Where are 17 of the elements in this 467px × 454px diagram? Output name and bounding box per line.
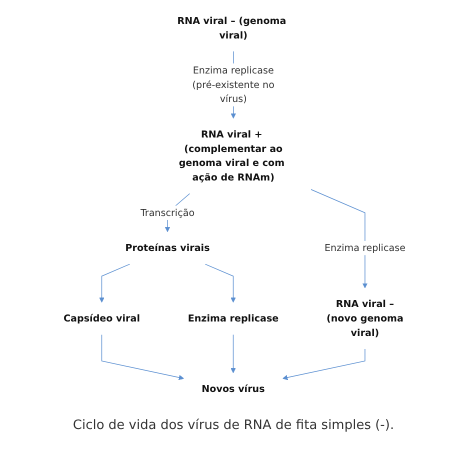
- caption: Ciclo de vida dos vírus de RNA de fita simples (-).: [72, 418, 394, 433]
- arrow: [101, 334, 184, 380]
- node-text: Novos vírus: [202, 383, 265, 394]
- node-text: RNA viral + (complementar ao genoma viral e com ação de RNAm): [178, 128, 285, 183]
- edge-label: Enzima replicase: [324, 242, 406, 254]
- node-text: RNA viral – (novo genoma viral): [326, 298, 404, 338]
- arrow: [282, 348, 366, 380]
- arrow: [230, 334, 236, 374]
- edge-label: Enzima replicase (pré-existente no vírus): [192, 64, 274, 105]
- node-text: Enzima replicase: [188, 312, 279, 324]
- arrow: [310, 189, 368, 288]
- node-text: RNA viral – (genoma viral): [177, 14, 286, 41]
- arrow: [204, 264, 236, 303]
- edge-label: Transcrição: [140, 206, 195, 218]
- node-text: Proteínas virais: [125, 242, 210, 254]
- arrow: [99, 264, 130, 303]
- node-text: Capsídeo viral: [64, 312, 140, 324]
